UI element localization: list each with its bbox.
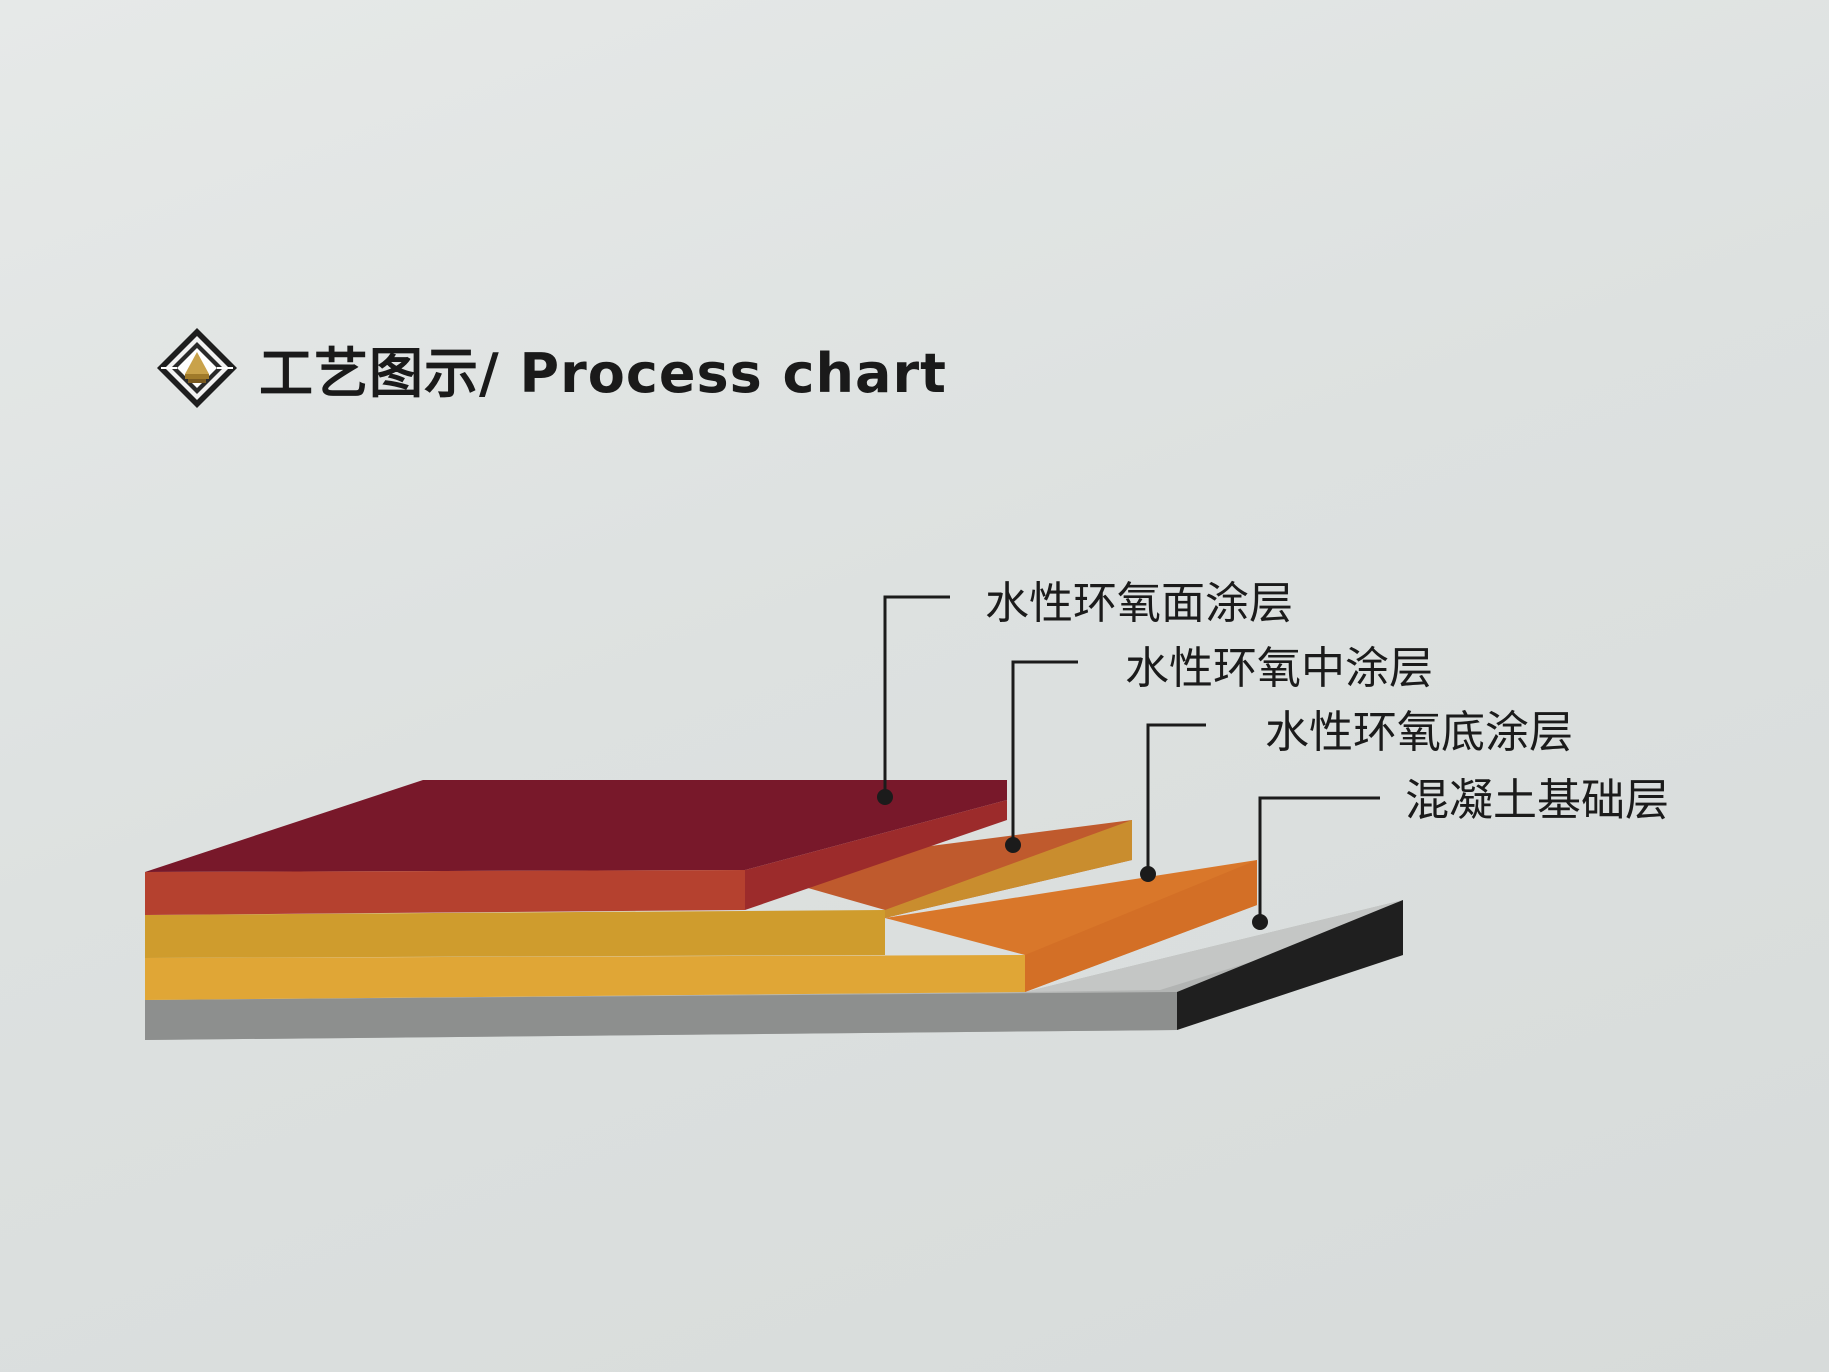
leader-lines	[883, 595, 1380, 920]
primer-front-face	[145, 955, 1025, 1000]
layer-top-coat	[145, 780, 1007, 915]
middle-front-face	[145, 910, 885, 958]
top-coat-front-face	[145, 870, 745, 915]
concrete-front-face	[145, 992, 1177, 1040]
leader-line-primer-coat	[1146, 723, 1206, 872]
leader-line-middle-coat	[1011, 660, 1078, 843]
leader-dot-middle-coat	[1005, 837, 1021, 853]
primer-top-right	[1025, 860, 1257, 992]
middle-top-right	[885, 820, 1132, 918]
label-middle-coat: 水性环氧中涂层	[1125, 643, 1433, 694]
middle-top-face	[745, 820, 1132, 918]
leader-line-top-coat	[883, 595, 950, 795]
label-primer-coat: 水性环氧底涂层	[1265, 707, 1573, 758]
concrete-right-edge	[1177, 900, 1403, 1030]
leader-dots	[877, 789, 1268, 930]
layer-middle-coat	[145, 820, 1132, 958]
top-coat-right-face	[745, 800, 1007, 910]
label-concrete-base: 混凝土基础层	[1405, 775, 1669, 826]
leader-line-concrete	[1258, 796, 1380, 920]
leader-dot-top-coat	[877, 789, 893, 805]
diamond-emblem-icon	[157, 328, 237, 408]
page-title: 工艺图示/ Process chart	[259, 341, 947, 405]
top-coat-top-face	[145, 780, 1007, 872]
label-top-coat: 水性环氧面涂层	[985, 578, 1293, 629]
layer-primer-coat	[145, 860, 1257, 1000]
leader-dot-concrete	[1252, 914, 1268, 930]
primer-top-face	[885, 860, 1257, 992]
title-row: 工艺图示/ Process chart	[155, 328, 947, 408]
leader-dot-primer-coat	[1140, 866, 1156, 882]
layer-concrete-base	[145, 900, 1403, 1040]
concrete-top-face-right	[1025, 900, 1403, 992]
